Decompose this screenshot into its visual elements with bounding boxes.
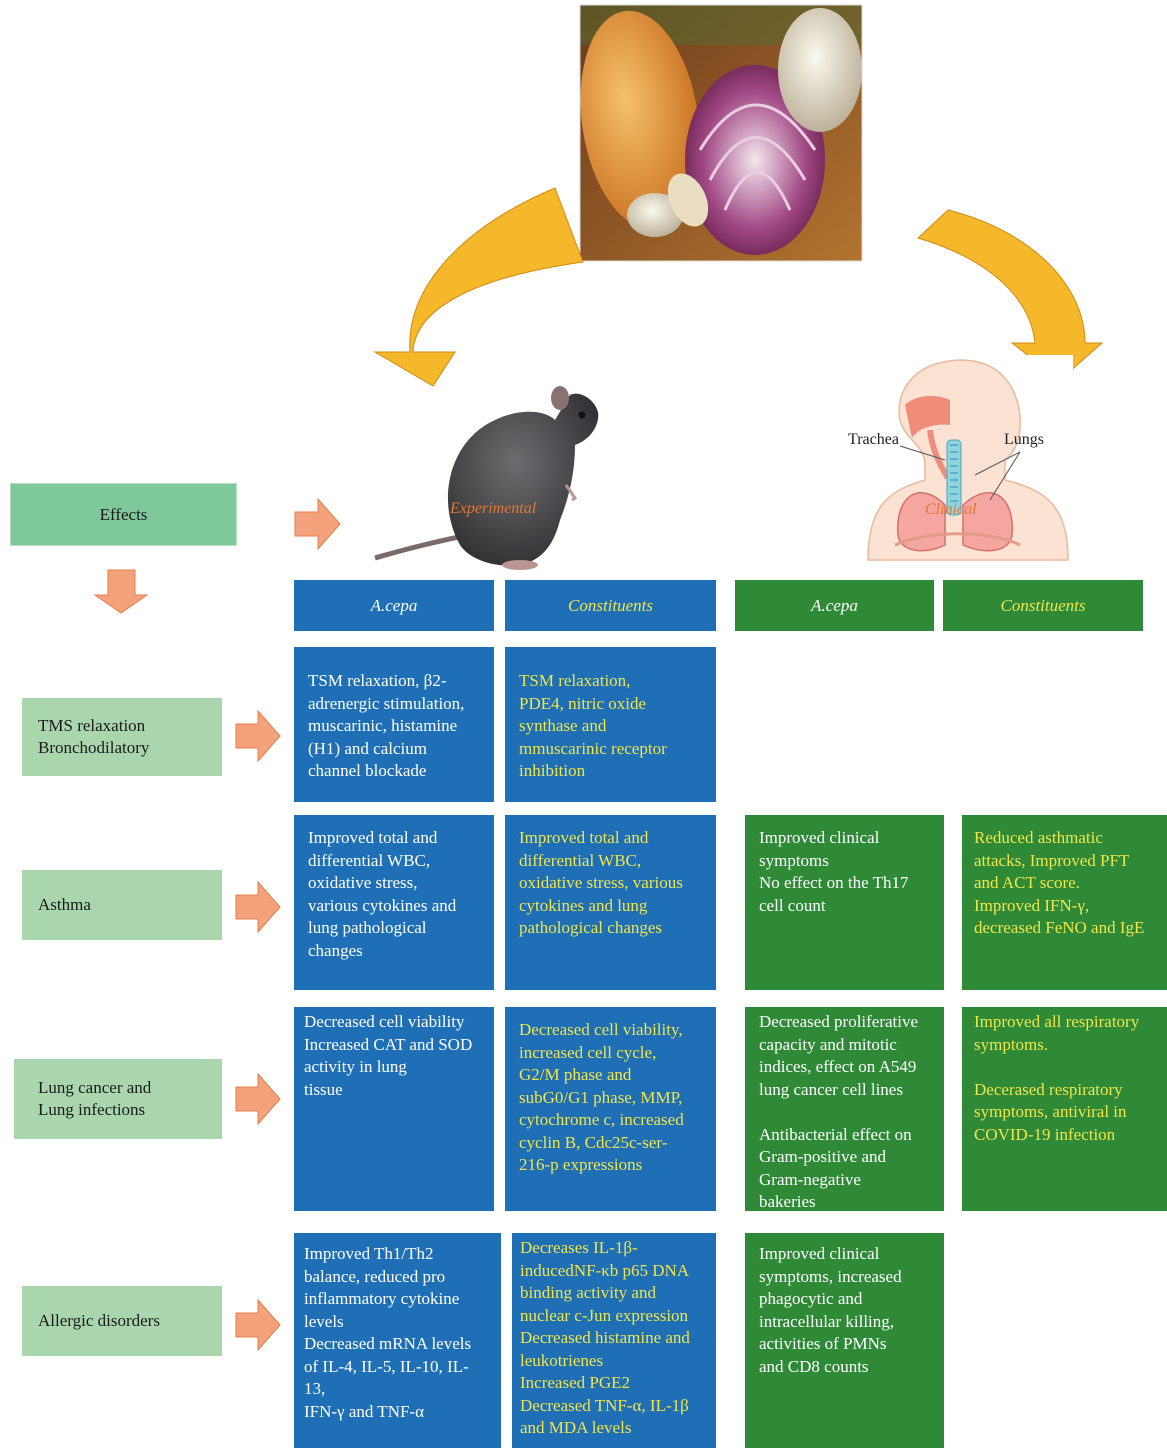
trachea-label: Trachea	[848, 431, 899, 448]
arrow-row1	[235, 709, 281, 763]
gold-arrow-right	[917, 209, 1104, 381]
cell-lung-exp-constituents: Decreased cell viability, increased cell…	[505, 1007, 716, 1211]
cell-lung-clin-acepa: Decreased proliferative capacity and mit…	[745, 1007, 944, 1211]
arrow-row3	[235, 1072, 281, 1126]
header-exp-constituents: Constituents	[505, 580, 716, 631]
row-label-tms: TMS relaxation Bronchodilatory	[22, 698, 222, 776]
cell-allergic-exp-acepa: Improved Th1/Th2 balance, reduced pro in…	[294, 1233, 501, 1448]
header-clin-acepa: A.cepa	[735, 580, 934, 631]
cell-lung-clin-constituents: Improved all respiratory symptoms. Decer…	[962, 1007, 1167, 1211]
clinical-caption: Clinical	[925, 501, 977, 518]
arrow-row4	[235, 1298, 281, 1352]
effects-label: Effects	[99, 504, 148, 524]
experimental-caption: Experimental	[450, 500, 537, 517]
cell-allergic-exp-constituents: Decreases IL-1β- inducedNF-κb p65 DNA bi…	[512, 1233, 716, 1448]
header-exp-acepa: A.cepa	[294, 580, 494, 631]
row-label-asthma: Asthma	[22, 870, 222, 940]
row-label-lung-cancer: Lung cancer and Lung infections	[14, 1059, 222, 1139]
cell-asthma-exp-constituents: Improved total and differential WBC, oxi…	[505, 815, 716, 990]
cell-asthma-clin-acepa: Improved clinical symptoms No effect on …	[745, 815, 944, 990]
effects-box: Effects	[10, 483, 237, 546]
arrow-effects-right	[294, 497, 341, 551]
arrow-row2	[235, 880, 281, 934]
cell-tms-exp-constituents: TSM relaxation, PDE4, nitric oxide synth…	[505, 647, 716, 802]
cell-asthma-exp-acepa: Improved total and differential WBC, oxi…	[294, 815, 494, 990]
lungs-label: Lungs	[1004, 431, 1044, 448]
cell-allergic-clin-acepa: Improved clinical symptoms, increased ph…	[745, 1233, 944, 1448]
row-label-allergic: Allergic disorders	[22, 1286, 222, 1356]
arrow-effects-down	[93, 569, 149, 614]
cell-asthma-clin-constituents: Reduced asthmatic attacks, Improved PFT …	[962, 815, 1167, 990]
gold-arrow-left	[373, 187, 584, 387]
cell-lung-exp-acepa: Decreased cell viability Increased CAT a…	[294, 1007, 494, 1211]
header-clin-constituents: Constituents	[943, 580, 1143, 631]
cell-tms-exp-acepa: TSM relaxation, β2- adrenergic stimulati…	[294, 647, 494, 802]
